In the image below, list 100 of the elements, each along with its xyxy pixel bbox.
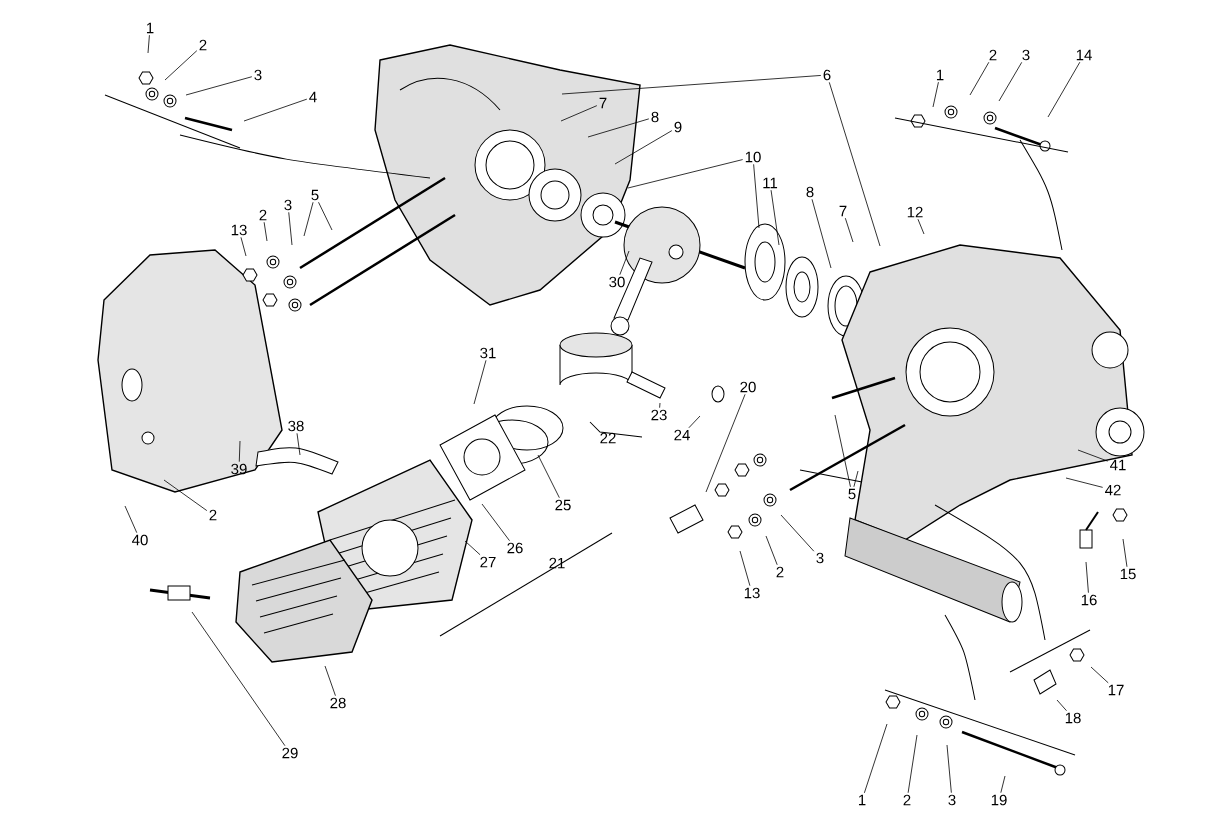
callout-number: 3 [284, 199, 292, 211]
leader-line [917, 218, 925, 235]
callout-number: 1 [147, 22, 154, 34]
leader-line [770, 189, 780, 246]
leader-line [1065, 477, 1104, 488]
callout-number: 7 [839, 205, 847, 217]
leader-line [688, 415, 701, 429]
leader-line [828, 81, 881, 247]
leader-line [185, 76, 253, 96]
callout-number: 40 [132, 534, 148, 546]
leader-line [1090, 666, 1109, 684]
callout-number: 10 [745, 151, 761, 163]
callout-number: 14 [1076, 49, 1092, 61]
callout-number: 29 [282, 747, 298, 759]
leader-line [811, 198, 832, 269]
callout-number: 23 [651, 409, 667, 421]
leader-line [1047, 61, 1081, 118]
callout-number: 1 [937, 69, 944, 81]
leader-line [907, 734, 918, 794]
leader-line [659, 402, 661, 409]
callout-number: 4 [309, 91, 317, 103]
leader-line [473, 359, 487, 405]
leader-line [705, 393, 746, 493]
leader-line [765, 535, 778, 566]
callout-number: 11 [763, 177, 778, 189]
leader-line [844, 217, 854, 243]
leader-line [537, 454, 560, 499]
callout-number: 24 [674, 429, 690, 441]
callout-number: 31 [480, 347, 496, 359]
leader-line [619, 250, 630, 276]
leader-line [753, 163, 760, 229]
leader-line [318, 201, 333, 231]
callout-number: 38 [288, 420, 304, 432]
leader-line [834, 414, 851, 488]
leader-line [739, 550, 751, 587]
leader-line [969, 61, 990, 96]
leader-line [288, 211, 293, 246]
callout-number: 18 [1065, 712, 1081, 724]
leader-line [560, 105, 598, 122]
callout-number: 3 [816, 552, 824, 564]
callout-number: 2 [989, 49, 997, 61]
callout-number: 6 [823, 69, 831, 81]
callout-number: 41 [1110, 459, 1126, 471]
leader-line [614, 130, 673, 165]
leader-line [780, 514, 815, 552]
callout-number: 25 [555, 499, 571, 511]
leader-line [164, 50, 198, 81]
leader-line [1000, 775, 1006, 794]
leader-line [191, 611, 286, 747]
leader-line [561, 75, 822, 95]
leader-line [296, 432, 301, 456]
callout-number: 27 [480, 556, 496, 568]
callout-number: 9 [674, 121, 682, 133]
callout-number: 2 [903, 794, 911, 806]
leader-line [627, 159, 744, 189]
callout-number: 8 [806, 186, 814, 198]
callout-number: 19 [991, 794, 1007, 806]
leader-line [946, 744, 952, 794]
leader-line [303, 201, 314, 237]
callout-number: 13 [231, 224, 247, 236]
callout-number: 3 [1022, 49, 1030, 61]
callout-number: 7 [599, 97, 607, 109]
leader-line [240, 236, 247, 257]
leader-line [863, 723, 888, 794]
leader-line [147, 34, 150, 54]
callout-number: 5 [311, 189, 319, 201]
leader-line [124, 505, 138, 534]
callout-number: 8 [651, 111, 659, 123]
callout-number: 3 [948, 794, 956, 806]
leader-line [998, 61, 1023, 102]
callout-number: 1 [859, 794, 866, 806]
leader-line [1122, 538, 1128, 568]
callout-number: 20 [740, 381, 756, 393]
leader-line [238, 440, 241, 463]
callout-number: 17 [1108, 684, 1124, 696]
callout-number: 30 [609, 276, 625, 288]
callout-number: 12 [907, 206, 923, 218]
leader-line [263, 221, 268, 242]
callout-number: 15 [1120, 568, 1136, 580]
leader-line [1056, 699, 1067, 712]
callout-number: 28 [330, 697, 346, 709]
leader-line [853, 470, 859, 488]
callout-number: 42 [1105, 484, 1121, 496]
leader-line [587, 118, 650, 138]
leader-line [1085, 561, 1089, 594]
callout-number: 26 [507, 542, 523, 554]
callout-number: 5 [848, 488, 856, 500]
callout-number: 3 [254, 69, 262, 81]
leader-line [932, 81, 939, 108]
leader-line [324, 665, 336, 697]
callout-number: 2 [776, 566, 784, 578]
callout-number: 16 [1081, 594, 1097, 606]
leader-line [243, 98, 308, 122]
callout-number: 2 [199, 39, 207, 51]
callout-number: 2 [209, 509, 217, 521]
leader-line [464, 540, 481, 556]
callout-number: 22 [600, 432, 616, 444]
callout-number: 21 [549, 557, 565, 569]
leader-line [481, 503, 510, 542]
leader-line [163, 479, 208, 511]
